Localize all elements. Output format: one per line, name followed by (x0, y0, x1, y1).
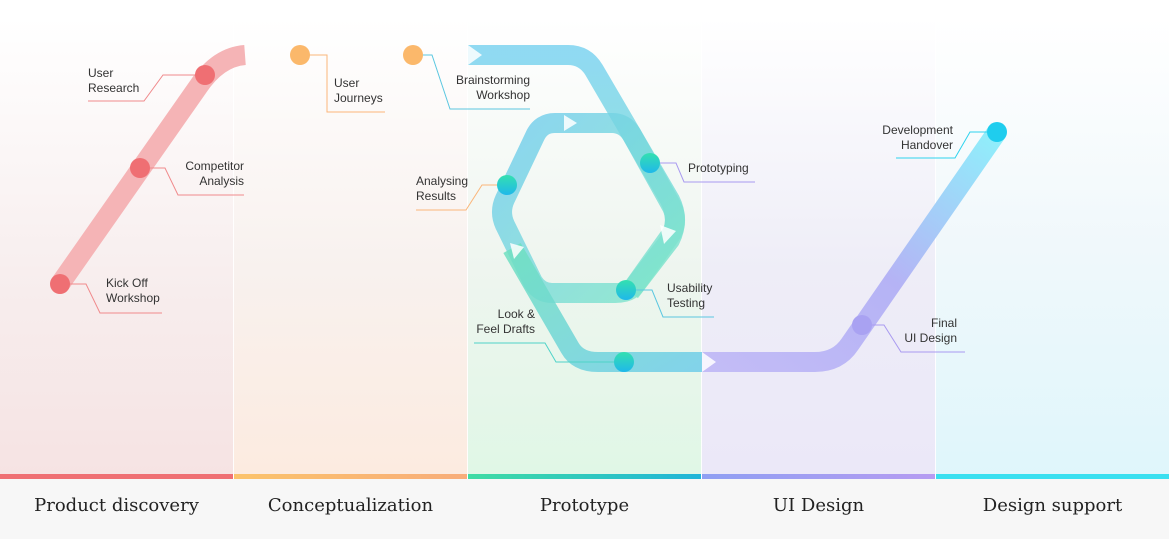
phase-label: Conceptualization (267, 495, 434, 516)
step-prototyping: Prototyping (688, 161, 749, 176)
step-label: Workshop (476, 88, 530, 102)
arrow-icon (564, 115, 577, 131)
milestone-dot (130, 158, 150, 178)
phase-label: Prototype (539, 495, 630, 516)
milestone-dot (614, 352, 634, 372)
path-iteration-loop (492, 113, 685, 303)
step-label: Final (930, 316, 957, 330)
step-label: Analysing (416, 174, 469, 188)
step-label: Feel Drafts (476, 322, 535, 336)
step-label: Results (416, 189, 457, 203)
step-label: Usability (667, 281, 713, 295)
milestone-dot (403, 45, 423, 65)
step-label: UI Design (904, 331, 957, 345)
step-label: Look & (497, 307, 535, 321)
step-label: Competitor (185, 159, 244, 173)
step-label: Development (882, 123, 953, 137)
step-label: Handover (900, 138, 953, 152)
step-label: User (88, 66, 114, 80)
milestone-dot (640, 153, 660, 173)
arrow-icon (660, 225, 676, 244)
phase-bar (0, 474, 233, 479)
milestone-dot (987, 122, 1007, 142)
path-ui-design (702, 126, 1006, 372)
phase-label: Product discovery (34, 495, 199, 516)
phase-bar (702, 474, 935, 479)
phase-bar (936, 474, 1169, 479)
arrow-icon (510, 243, 524, 259)
step-lookfeel: Look &Feel Drafts (455, 307, 535, 337)
step-label: Kick Off (106, 276, 148, 290)
arrow-icon (468, 45, 482, 65)
milestone-dot (290, 45, 310, 65)
column-conceptualization (234, 18, 468, 474)
column-ui-design (702, 18, 936, 474)
phase-bar (468, 474, 701, 479)
column-design-support (936, 18, 1169, 474)
milestone-dot (195, 65, 215, 85)
step-label: Journeys (334, 91, 383, 105)
milestone-dot (50, 274, 70, 294)
step-label: Analysis (199, 174, 244, 188)
phase-label: UI Design (772, 495, 865, 516)
step-label: Workshop (106, 291, 160, 305)
direction-arrows (468, 45, 716, 372)
milestone-dots (50, 45, 1007, 372)
step-label: Brainstorming (455, 73, 530, 87)
phase-label: Design support (982, 495, 1123, 516)
step-label: Research (88, 81, 140, 95)
milestone-dot (497, 175, 517, 195)
step-label: Testing (667, 296, 706, 310)
step-label: User (334, 76, 360, 90)
milestone-dot (616, 280, 636, 300)
phase-footer (0, 479, 1169, 539)
arrow-icon (702, 352, 716, 372)
step-label: Prototyping (688, 161, 749, 175)
milestone-dot (852, 315, 872, 335)
phase-bar (234, 474, 467, 479)
path-discovery (51, 45, 247, 290)
